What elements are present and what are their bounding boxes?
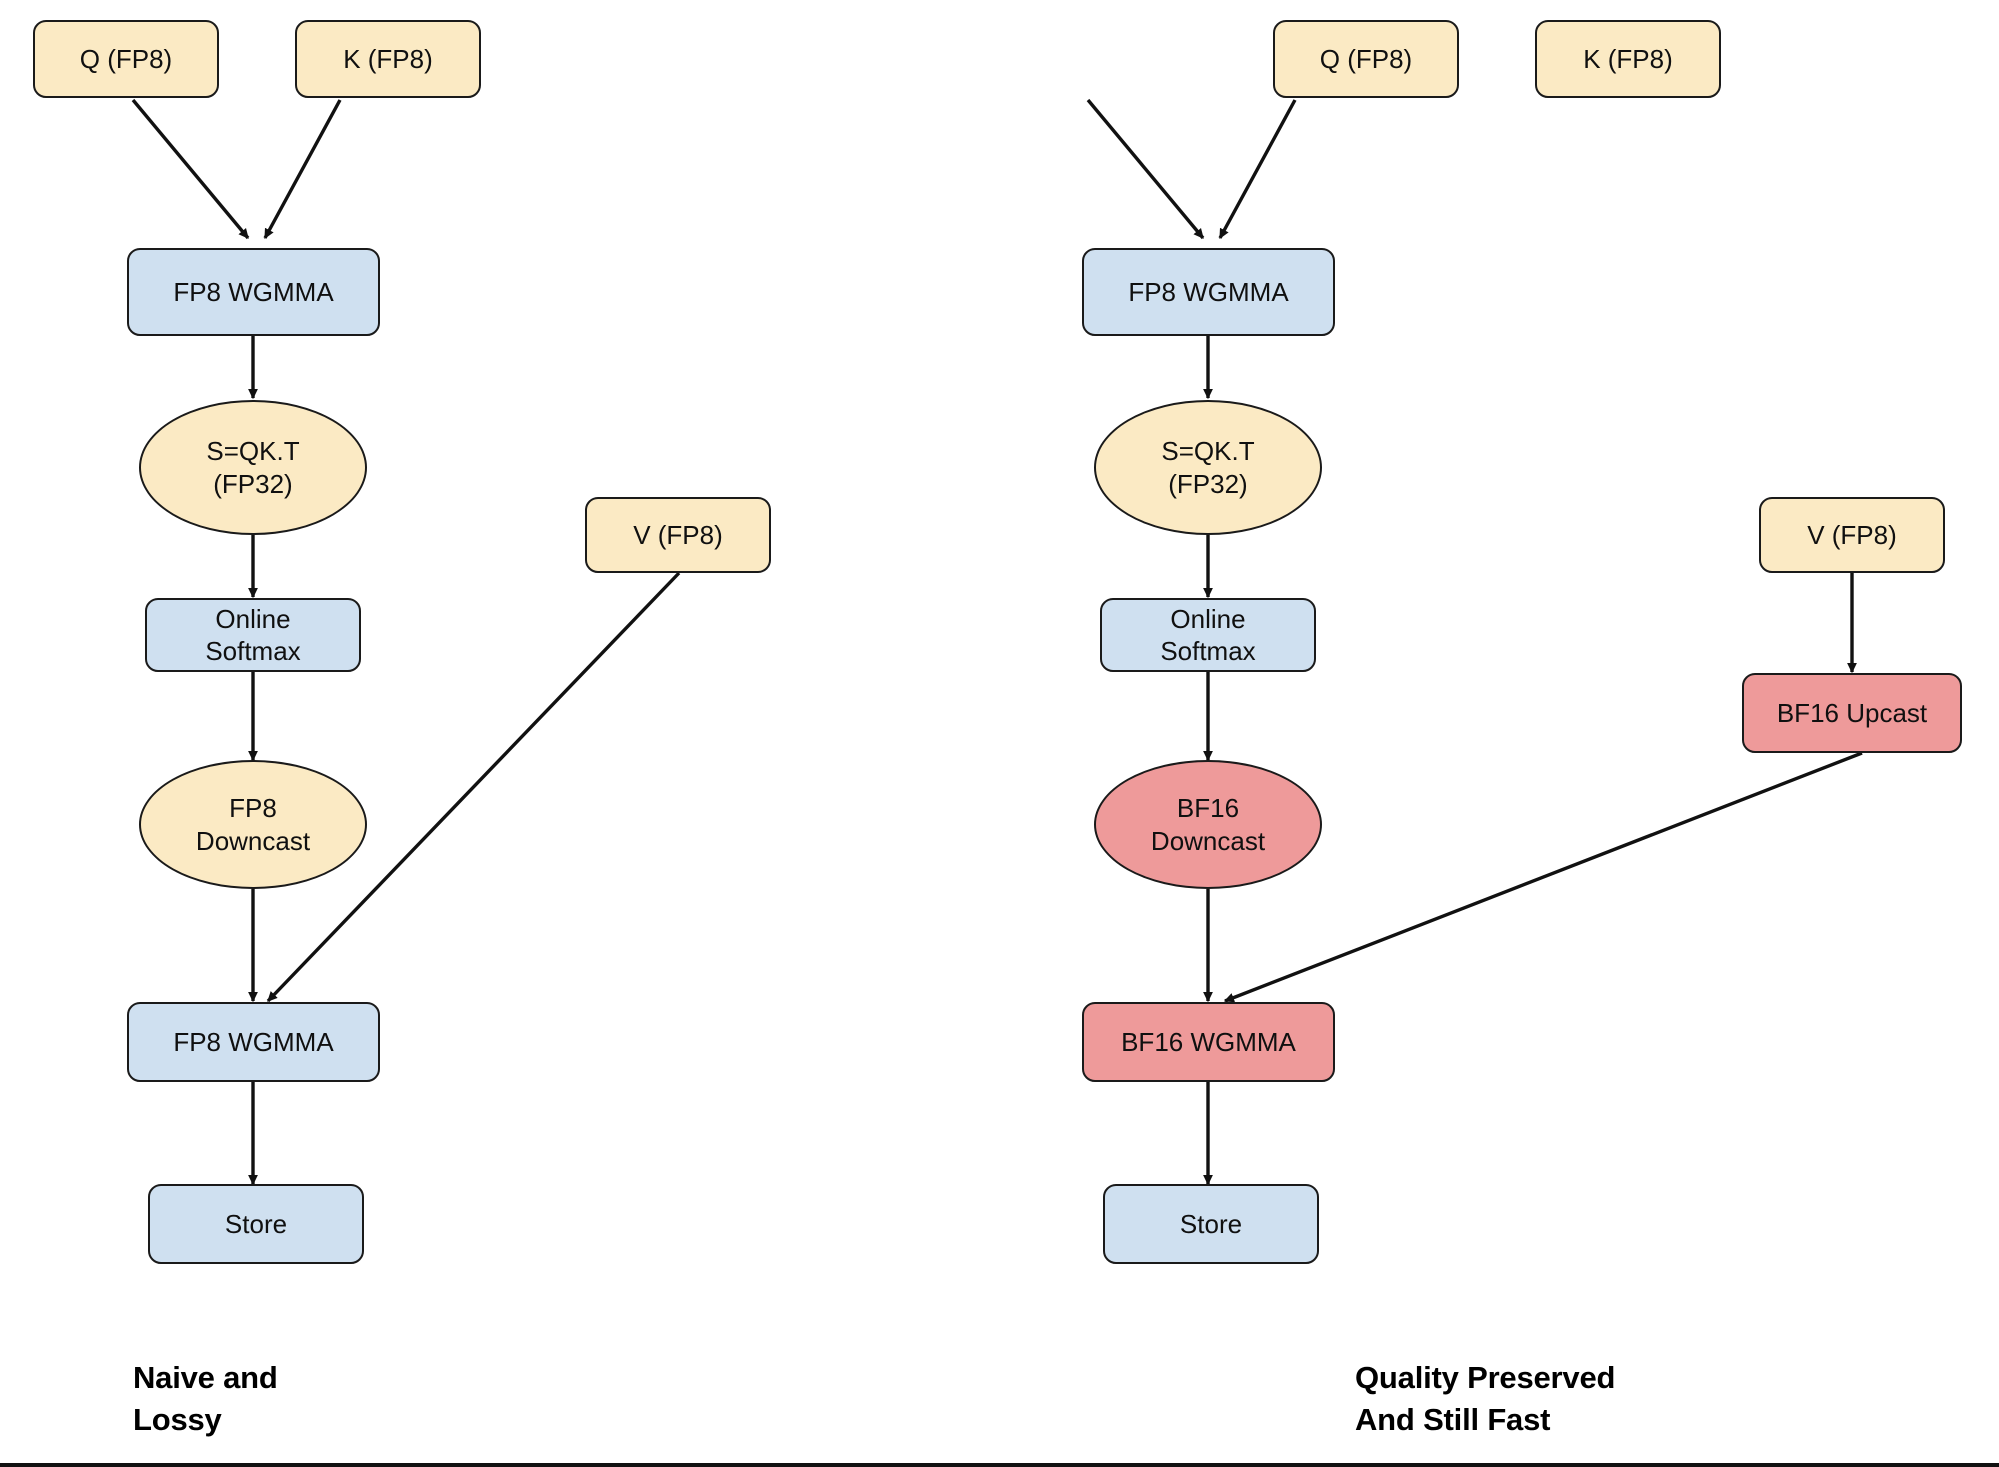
node-online-softmax-left[interactable]: Online Softmax <box>145 598 361 672</box>
caption-left: Naive and Lossy <box>133 1360 278 1437</box>
node-fp8-wgmma-1-left[interactable]: FP8 WGMMA <box>127 248 380 336</box>
node-q-fp8-right[interactable]: Q (FP8) <box>1273 20 1459 98</box>
edge-q-to-wgmma1-right <box>1086 98 1205 240</box>
edge-upcast-to-wgmma2-right <box>1223 751 1863 1003</box>
edge-k-to-wgmma1-right <box>1218 99 1297 240</box>
node-bf16-wgmma-right[interactable]: BF16 WGMMA <box>1082 1002 1335 1082</box>
node-store-left[interactable]: Store <box>148 1184 364 1264</box>
node-store-right[interactable]: Store <box>1103 1184 1319 1264</box>
edge-k-to-wgmma1-left <box>263 99 342 240</box>
caption-right: Quality Preserved And Still Fast <box>1355 1360 1616 1437</box>
node-s-qkt-fp32-left[interactable]: S=QK.T (FP32) <box>139 400 367 535</box>
node-bf16-upcast-right[interactable]: BF16 Upcast <box>1742 673 1962 753</box>
node-s-qkt-fp32-right[interactable]: S=QK.T (FP32) <box>1094 400 1322 535</box>
node-fp8-wgmma-1-right[interactable]: FP8 WGMMA <box>1082 248 1335 336</box>
node-v-fp8-right[interactable]: V (FP8) <box>1759 497 1945 573</box>
node-k-fp8-left[interactable]: K (FP8) <box>295 20 481 98</box>
node-online-softmax-right[interactable]: Online Softmax <box>1100 598 1316 672</box>
bottom-divider <box>0 1463 1999 1467</box>
node-fp8-downcast-left[interactable]: FP8 Downcast <box>139 760 367 889</box>
node-k-fp8-right[interactable]: K (FP8) <box>1535 20 1721 98</box>
node-bf16-downcast-right[interactable]: BF16 Downcast <box>1094 760 1322 889</box>
node-v-fp8-left[interactable]: V (FP8) <box>585 497 771 573</box>
edge-q-to-wgmma1-left <box>131 98 250 240</box>
node-q-fp8-left[interactable]: Q (FP8) <box>33 20 219 98</box>
node-fp8-wgmma-2-left[interactable]: FP8 WGMMA <box>127 1002 380 1082</box>
